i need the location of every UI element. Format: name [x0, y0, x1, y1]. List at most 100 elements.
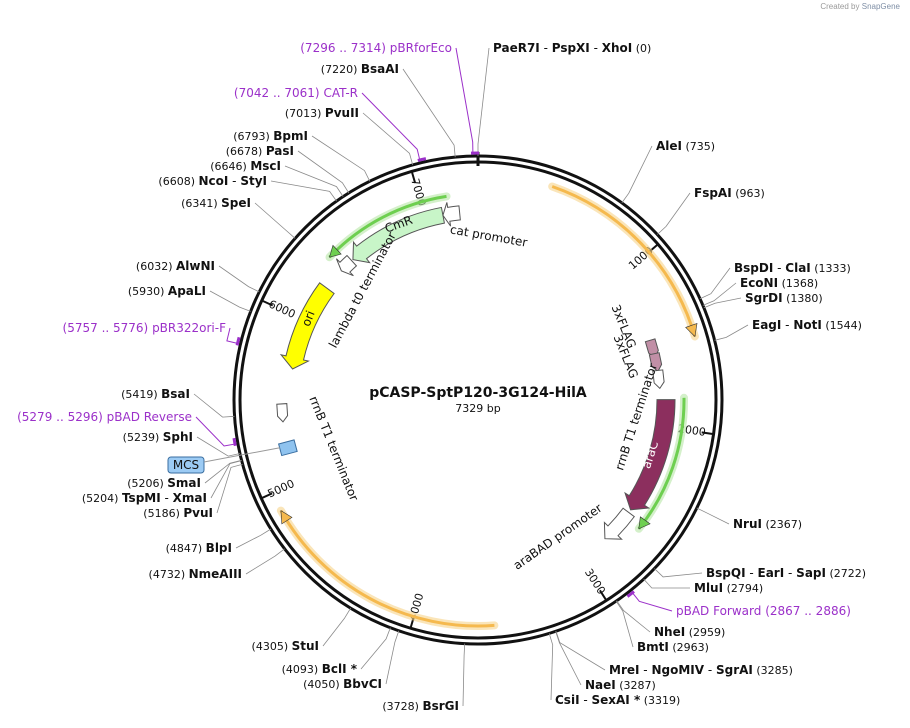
site-name: BspQI	[706, 566, 746, 580]
restriction-site-label: (5204) TspMI - XmaI	[82, 491, 207, 505]
site-leader	[699, 267, 731, 300]
site-position: (2959)	[689, 626, 726, 639]
site-name: BsaAI	[361, 62, 399, 76]
site-position: (963)	[735, 187, 765, 200]
site-name: SpeI	[221, 196, 251, 210]
site-name: BmtI	[637, 640, 669, 654]
site-name: ApaLI	[168, 284, 206, 298]
arabad-promoter-feature	[603, 507, 635, 540]
site-position: (2794)	[727, 582, 764, 595]
site-leader	[714, 324, 749, 341]
site-name: BbvCI	[343, 677, 382, 691]
restriction-site-label: (6032) AlwNI	[136, 259, 215, 273]
site-leader	[204, 459, 242, 484]
site-leader	[462, 643, 466, 707]
site-name: NaeI	[585, 678, 616, 692]
primer-leader	[455, 47, 474, 155]
restriction-site-label: PaeR7I - PspXI - XhoI (0)	[493, 41, 651, 55]
site-name: PasI	[266, 144, 294, 158]
primer-mark	[232, 437, 237, 447]
site-leader	[216, 463, 243, 514]
site-position: (4305)	[252, 640, 289, 653]
primer-leader	[226, 327, 239, 345]
primer-name: pBRforEco	[390, 41, 452, 55]
site-position: (5239)	[123, 431, 160, 444]
tick-mark	[410, 171, 417, 184]
arac-feature	[624, 399, 676, 511]
site-leader	[254, 202, 296, 239]
mcs-label-box: MCS	[167, 447, 280, 474]
site-position: (6793)	[233, 130, 270, 143]
site-position: (5204)	[82, 492, 119, 505]
site-leader	[311, 135, 371, 182]
site-position: (5186)	[143, 507, 180, 520]
site-separator: -	[590, 41, 602, 55]
restriction-site-label: EcoNI (1368)	[740, 276, 818, 290]
site-name: NcoI	[198, 174, 228, 188]
site-leader	[402, 68, 456, 158]
restriction-site-label: (7013) PvuII	[285, 106, 359, 120]
site-leader	[621, 145, 653, 204]
restriction-site-label: MluI (2794)	[694, 581, 763, 595]
site-name: MluI	[694, 581, 723, 595]
site-name: AleI	[656, 139, 682, 153]
site-name: PspXI	[552, 41, 590, 55]
site-leader	[643, 578, 690, 589]
tick-label: 3000	[582, 566, 608, 597]
site-position: (6646)	[210, 160, 247, 173]
site-separator: -	[784, 566, 796, 580]
site-name: NmeAIII	[189, 567, 242, 581]
primer-leader	[195, 416, 236, 447]
primer-range: (5757 .. 5776)	[63, 321, 149, 335]
primer-name: CAT-R	[323, 86, 358, 100]
restriction-site-label: NheI (2959)	[654, 625, 725, 639]
site-name: SgrDI	[745, 291, 783, 305]
restriction-site-label: (4305) StuI	[252, 639, 319, 653]
site-position: (6032)	[136, 260, 173, 273]
orf-arc-right	[551, 185, 697, 337]
site-separator: -	[639, 663, 651, 677]
site-name: NotI	[793, 318, 822, 332]
restriction-site-label: EagI - NotI (1544)	[752, 318, 862, 332]
site-position: (1544)	[825, 319, 862, 332]
watermark-brand: SnapGene	[861, 2, 900, 11]
site-position: (1368)	[782, 277, 819, 290]
restriction-site-label: (6646) MscI	[210, 159, 281, 173]
site-name: PvuI	[183, 506, 213, 520]
primer-mark	[626, 590, 635, 598]
restriction-site-label: (6341) SpeI	[181, 196, 251, 210]
tick-mark	[599, 589, 608, 601]
site-name: EagI	[752, 318, 781, 332]
restriction-site-label: (7220) BsaAI	[321, 62, 399, 76]
rrnb-left-label: rrnB T1 terminator	[306, 394, 361, 503]
restriction-site-label: (5206) SmaI	[127, 476, 201, 490]
primer-label: (5279 .. 5296) pBAD Reverse	[17, 410, 192, 424]
restriction-site-label: (6793) BpmI	[233, 129, 308, 143]
site-separator: -	[781, 318, 793, 332]
primer-name: pBAD Reverse	[107, 410, 192, 424]
rrnb-terminator-left	[276, 403, 289, 423]
site-separator: -	[540, 41, 552, 55]
site-leader	[696, 507, 730, 525]
site-separator: -	[580, 693, 592, 707]
ori-feature	[279, 282, 335, 370]
restriction-site-label: (5419) BsaI	[121, 387, 190, 401]
mcs-block	[278, 439, 298, 457]
site-position: (7220)	[321, 63, 358, 76]
site-name: StuI	[292, 639, 319, 653]
site-name: SexAI *	[592, 693, 641, 707]
site-name: MreI	[609, 663, 639, 677]
site-name: BlpI	[206, 541, 232, 555]
site-separator: -	[161, 491, 173, 505]
site-position: (2367)	[765, 518, 802, 531]
site-labels-layer: PaeR7I - PspXI - XhoI (0)AleI (735)FspAI…	[17, 41, 866, 713]
site-leader	[385, 630, 400, 685]
site-leader	[270, 180, 337, 202]
site-leader	[193, 393, 235, 418]
site-position: (1333)	[814, 262, 851, 275]
restriction-site-label: (3728) BsrGI	[382, 699, 459, 713]
site-leader	[297, 150, 350, 194]
orf-arc-bottom	[279, 509, 495, 628]
site-name: SapI	[796, 566, 826, 580]
tick-mark	[701, 431, 714, 436]
